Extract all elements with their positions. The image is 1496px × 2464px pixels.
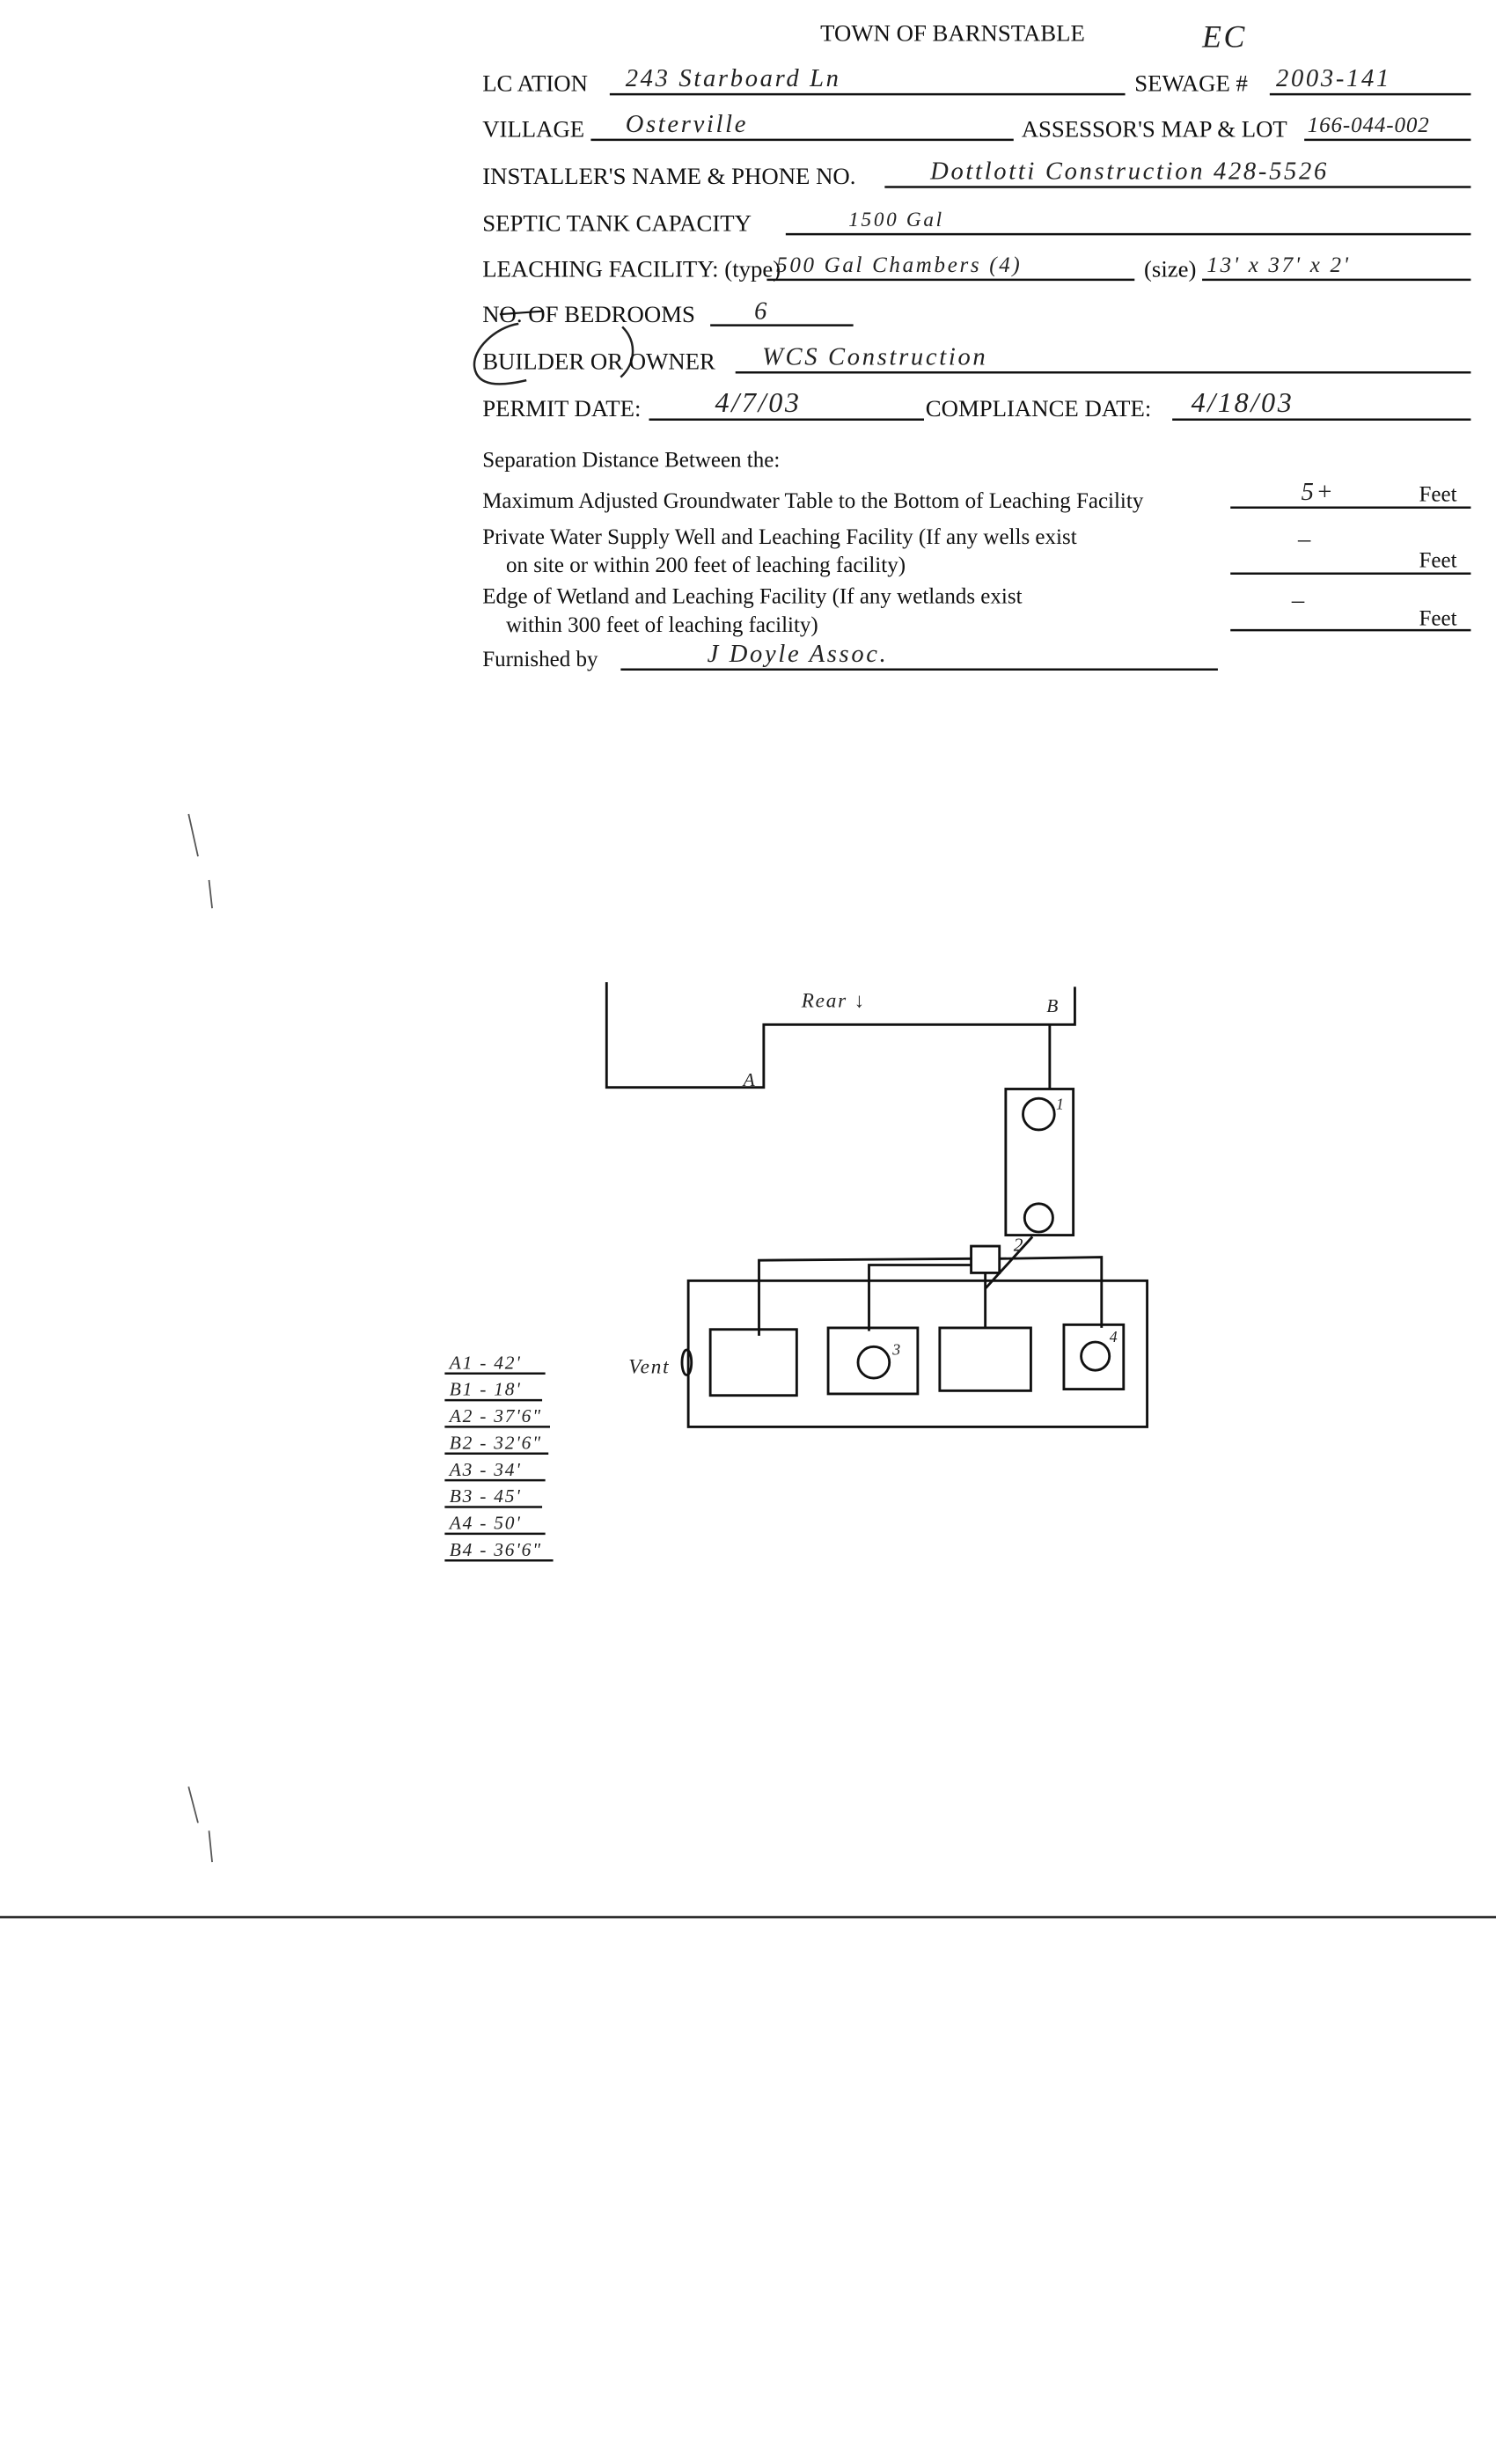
builder-value[interactable]: WCS Construction (762, 343, 987, 370)
sep3-feet: Feet (1419, 607, 1457, 631)
tie-item: A1 - 42' (448, 1352, 522, 1373)
dbox-marker-2: 2 (1014, 1234, 1025, 1255)
point-b-label: B (1046, 995, 1060, 1016)
leaching-field (686, 1279, 1148, 1428)
chamber-4-cover (1080, 1340, 1111, 1372)
village-value[interactable]: Osterville (626, 111, 748, 138)
leaching-type-value[interactable]: 500 Gal Chambers (4) (776, 253, 1022, 277)
chamber-3 (938, 1326, 1032, 1392)
leaching-label: LEACHING FACILITY: (type) (482, 255, 781, 282)
furnished-value[interactable]: J Doyle Assoc. (708, 641, 889, 668)
village-label: VILLAGE (482, 115, 584, 142)
circle-mark (473, 322, 634, 385)
chamber-4 (1062, 1323, 1126, 1390)
tie-item: B2 - 32'6" (450, 1432, 542, 1453)
size-label: (size) (1144, 255, 1196, 282)
tie-item: A4 - 50' (448, 1513, 522, 1534)
septic-tank (1004, 1088, 1075, 1237)
tank-value[interactable]: 1500 Gal (848, 209, 943, 231)
tank-cover-2 (1023, 1202, 1054, 1234)
distribution-box (970, 1244, 1001, 1274)
tank-marker-1: 1 (1056, 1096, 1066, 1113)
scan-marks (187, 813, 213, 1863)
tie-item: B3 - 45' (450, 1485, 522, 1507)
chamber-1 (708, 1328, 798, 1397)
location-label: LC ATION (482, 70, 588, 97)
chamber-2 (826, 1326, 920, 1396)
tank-label: SEPTIC TANK CAPACITY (482, 210, 752, 237)
sep2-feet: Feet (1419, 549, 1457, 573)
sep1-label: Maximum Adjusted Groundwater Table to th… (482, 489, 1144, 513)
sep2-label-2: on site or within 200 feet of leaching f… (506, 554, 906, 577)
chamber-marker-3: 3 (891, 1340, 902, 1358)
tie-distances: A1 - 42' B1 - 18' A2 - 37'6" B2 - 32'6" … (444, 1352, 554, 1562)
compliance-value[interactable]: 4/18/03 (1192, 386, 1294, 418)
tie-item: B1 - 18' (450, 1379, 522, 1400)
map-lot-label: ASSESSOR'S MAP & LOT (1022, 115, 1287, 142)
sewage-value[interactable]: 2003-141 (1276, 65, 1391, 92)
tank-cover-1 (1022, 1096, 1056, 1132)
sep2-label-1: Private Water Supply Well and Leaching F… (482, 525, 1076, 549)
installer-label: INSTALLER'S NAME & PHONE NO. (482, 163, 855, 189)
sep1-feet: Feet (1419, 483, 1457, 507)
location-value[interactable]: 243 Starboard Ln (626, 65, 841, 92)
form-title: TOWN OF BARNSTABLE (820, 19, 1085, 46)
chamber-marker-4: 4 (1110, 1328, 1119, 1346)
permit-value[interactable]: 4/7/03 (715, 386, 802, 418)
size-value[interactable]: 13' x 37' x 2' (1206, 253, 1350, 277)
tie-item: A2 - 37'6" (448, 1405, 542, 1426)
chamber-2-cover (856, 1345, 891, 1380)
separation-heading: Separation Distance Between the: (482, 448, 780, 472)
sep3-label-2: within 300 feet of leaching facility) (506, 613, 818, 637)
distribution-lines (758, 1256, 1104, 1336)
rear-label: Rear ↓ (801, 990, 866, 1013)
compliance-label: COMPLIANCE DATE: (926, 395, 1152, 422)
map-lot-value[interactable]: 166-044-002 (1308, 114, 1430, 137)
site-sketch: A B Rear ↓ 1 2 3 4 Vent (605, 982, 1148, 1428)
bedrooms-value[interactable]: 6 (754, 298, 769, 326)
tie-item: A3 - 34' (448, 1459, 522, 1480)
point-a-label: A (742, 1069, 757, 1090)
vent-icon (680, 1348, 693, 1376)
sewage-label: SEWAGE # (1134, 70, 1248, 97)
sep3-value[interactable]: – (1291, 587, 1307, 614)
installer-value[interactable]: Dottlotti Construction 428-5526 (929, 158, 1329, 186)
tie-item: B4 - 36'6" (450, 1539, 542, 1560)
strikethrough (499, 310, 544, 316)
builder-label: BUILDER OR OWNER (482, 348, 715, 375)
furnished-label: Furnished by (482, 648, 598, 671)
house-outline (605, 982, 1076, 1089)
permit-label: PERMIT DATE: (482, 395, 641, 422)
title-note: EC (1201, 19, 1247, 55)
vent-label: Vent (628, 1356, 670, 1379)
sep3-label-1: Edge of Wetland and Leaching Facility (I… (482, 585, 1022, 609)
sep2-value[interactable]: – (1297, 525, 1313, 553)
sep1-value[interactable]: 5+ (1302, 479, 1336, 506)
